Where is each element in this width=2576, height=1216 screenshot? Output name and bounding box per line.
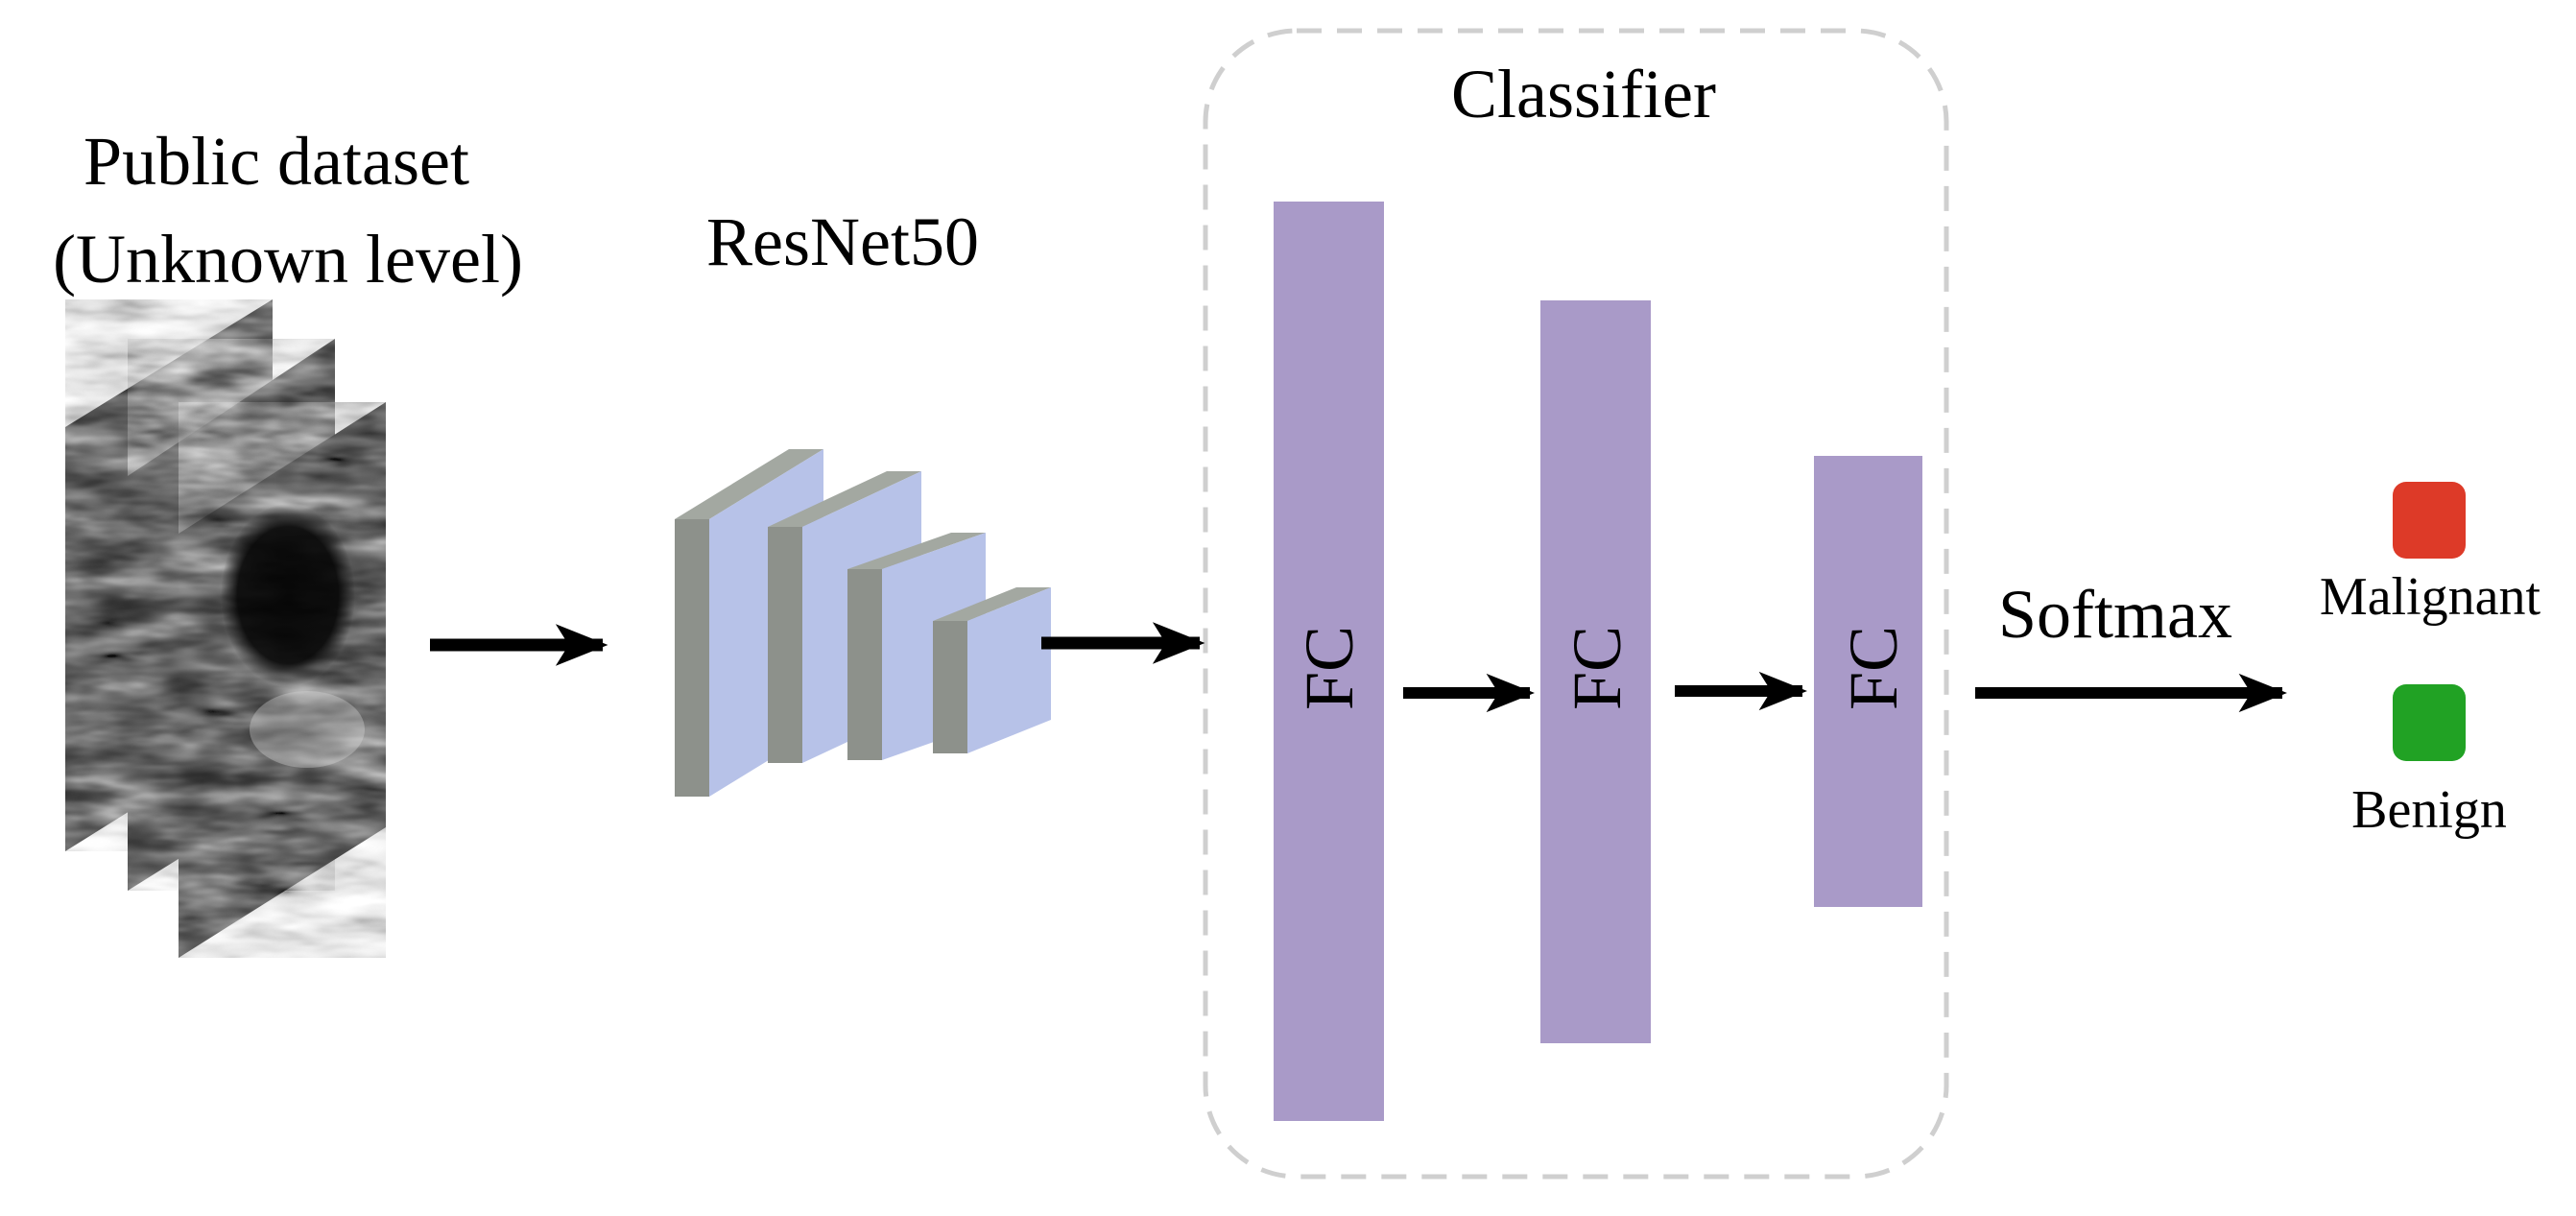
ultrasound-image-front: [179, 402, 386, 958]
benign-label: Benign: [2351, 780, 2507, 840]
fc-layer-3-label: FC: [1835, 625, 1912, 711]
resnet-block-3-side: [847, 569, 882, 760]
fc-layer-1-label: FC: [1291, 625, 1368, 711]
resnet-block-3-top: [847, 533, 986, 569]
resnet-block-4-side: [933, 621, 967, 753]
resnet-block-4: [933, 587, 1051, 753]
fc-layer-1: [1274, 202, 1384, 1121]
malignant-label: Malignant: [2319, 567, 2541, 627]
classifier-dashed-box: [1203, 28, 1949, 1180]
fc-layer-2: [1540, 300, 1651, 1043]
benign-indicator: [2393, 684, 2466, 761]
resnet-block-1-side: [675, 519, 709, 797]
resnet-label: ResNet50: [706, 203, 979, 280]
resnet-blocks: [675, 449, 1051, 797]
resnet-block-1-top: [675, 449, 823, 519]
resnet-block-2-side: [768, 527, 802, 763]
lesion-region: [221, 504, 355, 686]
resnet-block-4-front: [967, 587, 1051, 753]
softmax-label: Softmax: [1998, 576, 2232, 653]
fc-layer-2-label: FC: [1559, 625, 1635, 711]
resnet-block-4-top: [933, 587, 1051, 621]
classifier-title: Classifier: [1451, 56, 1716, 132]
input-title-line1: Public dataset: [83, 123, 469, 200]
fc-layer-3: [1814, 456, 1922, 907]
input-title-line2: (Unknown level): [53, 221, 523, 298]
resnet-block-2-top: [768, 471, 921, 527]
malignant-indicator: [2393, 482, 2466, 559]
ultrasound-image-stack: [65, 299, 386, 958]
